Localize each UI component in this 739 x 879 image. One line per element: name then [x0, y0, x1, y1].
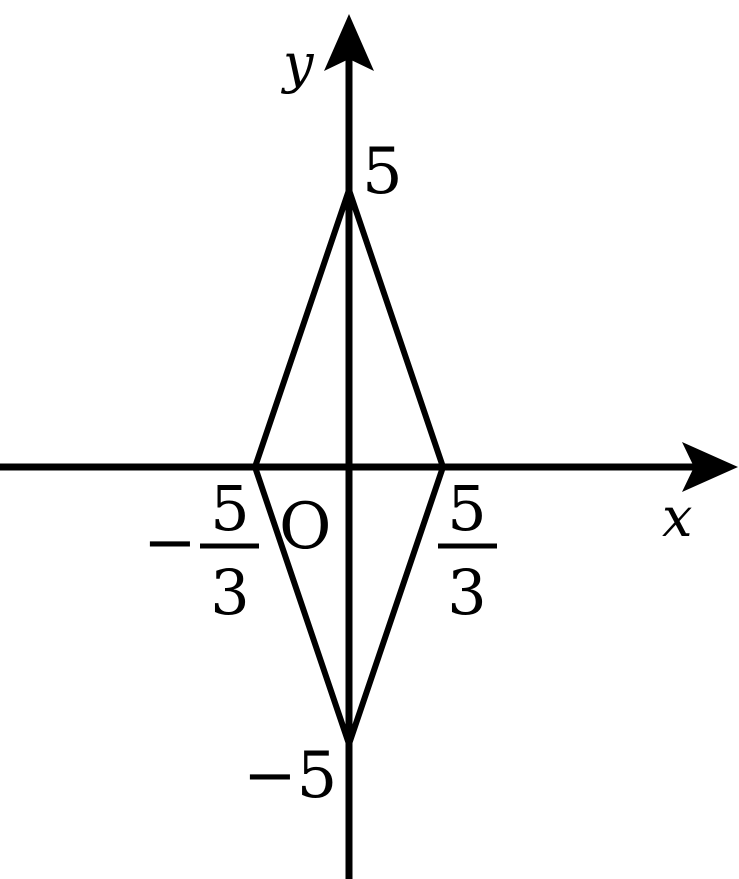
y-axis-label: y — [281, 32, 315, 95]
x-intercept-right-denominator: 3 — [447, 556, 486, 629]
x-axis-arrowhead — [682, 442, 738, 492]
origin-label: O — [279, 490, 331, 564]
x-intercept-left-numerator: 5 — [210, 472, 249, 545]
y-intercept-bottom-label: −5 — [243, 739, 337, 813]
rhombus-shape — [251, 180, 447, 754]
y-intercept-top-label: 5 — [362, 135, 403, 209]
x-intercept-left-sign: − — [143, 506, 197, 580]
y-axis-arrowhead — [324, 14, 374, 71]
x-intercept-right-numerator: 5 — [447, 472, 486, 545]
x-intercept-left-denominator: 3 — [210, 556, 249, 629]
x-axis-label: x — [662, 486, 692, 549]
